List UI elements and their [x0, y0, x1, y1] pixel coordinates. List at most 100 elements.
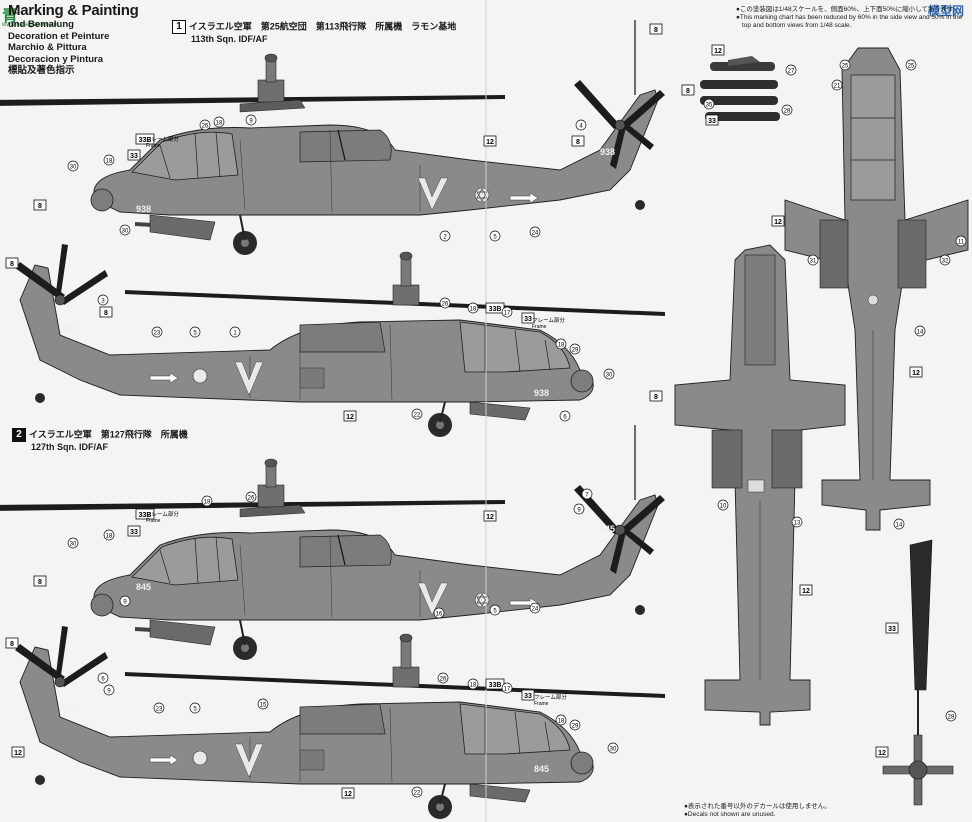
callout-text: 2 [443, 235, 447, 241]
callout-heli1-6: 18 [103, 154, 115, 166]
callout-heli3-11: 16 [433, 607, 445, 619]
callout-heli4-9: 17 [501, 682, 513, 694]
serial-number-3: 938 [534, 388, 549, 398]
callout-text: 12 [802, 588, 810, 595]
callout-circle [555, 714, 567, 726]
callout-heli2-15: 22 [411, 408, 423, 420]
callout-text: 5 [193, 331, 197, 337]
callout-circle [467, 302, 479, 314]
callout-text: 8 [686, 88, 690, 95]
callout-text: 9 [123, 600, 127, 606]
callout-heli1-1: 8 [681, 84, 695, 96]
callout-heli3-12: 5 [489, 604, 501, 616]
callout-text: 18 [470, 683, 477, 689]
callout-text: 32 [942, 259, 949, 265]
callout-text: 18 [558, 719, 565, 725]
callout-blade-1: 28 [945, 710, 957, 722]
callout-heli2-1: 3 [97, 294, 109, 306]
callout-stores-1: 27 [785, 64, 797, 76]
callout-heli3-1: 7 [581, 488, 593, 500]
callout-text: 25 [908, 64, 915, 70]
serial-number-1: 938 [600, 147, 615, 157]
callout-circle [437, 672, 449, 684]
callout-text: 6 [563, 415, 567, 421]
callout-circle [103, 154, 115, 166]
callout-bottom-0: 10 [717, 499, 729, 511]
callout-box [5, 257, 19, 269]
callout-text: 8 [654, 27, 658, 34]
callout-circle [791, 516, 803, 528]
callout-circle [67, 537, 79, 549]
callout-text: 5 [493, 609, 497, 615]
callout-text: 28 [784, 109, 791, 115]
callout-circle [581, 488, 593, 500]
callout-circle [103, 529, 115, 541]
frame-label-3: フレーム部分 [534, 693, 567, 701]
callout-heli2-6: 26 [439, 297, 451, 309]
callout-text: 22 [414, 413, 421, 419]
callout-circle [489, 604, 501, 616]
callout-circle [839, 59, 851, 71]
callout-text: 27 [788, 69, 795, 75]
callout-text: 5 [493, 235, 497, 241]
callout-heli1-5: 30 [67, 160, 79, 172]
callout-text: 35 [706, 103, 713, 109]
callout-text: 18 [216, 121, 223, 127]
callout-text: 30 [70, 542, 77, 548]
callout-text: 25 [842, 64, 849, 70]
serial-number-2: 938 [62, 324, 77, 334]
stores-group [700, 56, 780, 121]
callout-text: 8 [654, 394, 658, 401]
bottom-view [674, 244, 846, 726]
callout-heli4-16: 12 [11, 746, 25, 758]
callout-top-1: 25 [905, 59, 917, 71]
callout-top-3: 12 [771, 215, 785, 227]
callout-box [33, 575, 47, 587]
callout-top-8: 12 [909, 366, 923, 378]
callout-text: 8 [104, 310, 108, 317]
callout-circle [151, 326, 163, 338]
frame-label-en-1: Frame [532, 324, 547, 330]
callout-text: 33 [888, 626, 896, 633]
callout-box [909, 366, 923, 378]
callout-text: 30 [606, 373, 613, 379]
callout-heli1-14: 24 [529, 226, 541, 238]
site-logo-url: www.hasegawa.com [2, 22, 57, 28]
callout-heli4-14: 12 [341, 787, 355, 799]
callout-text: 18 [204, 500, 211, 506]
callout-circle [603, 368, 615, 380]
callout-circle [467, 678, 479, 690]
callout-heli4-8: 33B [485, 678, 505, 690]
callout-circle [575, 119, 587, 131]
callout-box [649, 23, 663, 35]
callout-text: 33 [524, 693, 532, 700]
callout-text: 9 [249, 119, 253, 125]
callout-heli3-6: 33B [135, 508, 155, 520]
frame-label-en-0: Frame [146, 143, 161, 149]
callout-heli2-12: 29 [569, 343, 581, 355]
callout-top-6: 32 [939, 254, 951, 266]
callout-heli4-2: 9 [103, 684, 115, 696]
callout-circle [433, 607, 445, 619]
callout-text: 4 [579, 124, 583, 130]
callout-circle [229, 326, 241, 338]
callout-text: 18 [106, 534, 113, 540]
scale-note-jp: ●この塗装図は1/48スケールを、側面60%、上下面50%に縮小してあります。 [736, 6, 960, 13]
callout-box [135, 133, 155, 145]
callout-box [343, 410, 357, 422]
callout-heli3-3: 30 [67, 537, 79, 549]
callout-heli4-13: 30 [607, 742, 619, 754]
callout-heli2-13: 30 [603, 368, 615, 380]
callout-text: 6 [101, 677, 105, 683]
callout-circle [703, 98, 715, 110]
callout-heli2-8: 33B [485, 302, 505, 314]
callout-stores-0: 12 [711, 44, 725, 56]
callout-heli2-2: 8 [99, 306, 113, 318]
callout-text: 29 [572, 724, 579, 730]
callout-text: 24 [532, 607, 539, 613]
serial-number-4: 845 [136, 582, 151, 592]
callout-box [33, 199, 47, 211]
callout-circle [67, 160, 79, 172]
callout-heli4-1: 6 [97, 672, 109, 684]
